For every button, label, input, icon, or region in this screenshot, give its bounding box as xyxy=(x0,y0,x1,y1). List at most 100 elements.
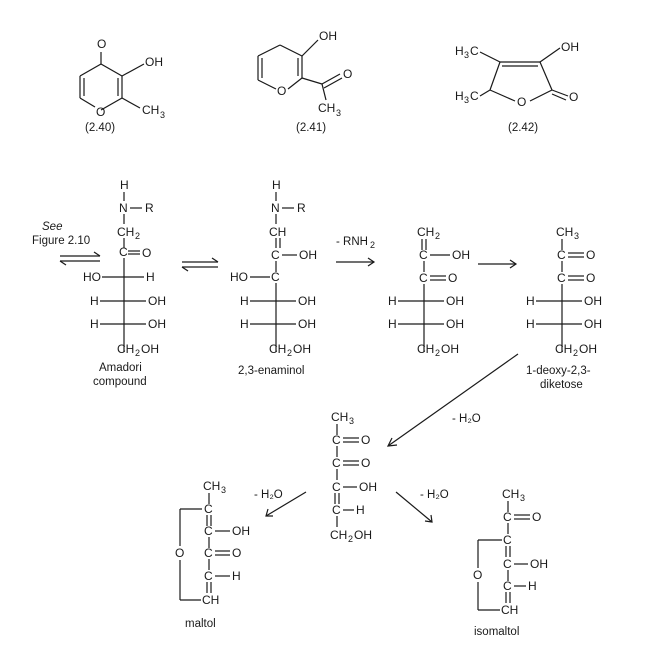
svg-text:O: O xyxy=(586,271,595,285)
svg-text:CH: CH xyxy=(501,603,518,617)
svg-text:CH: CH xyxy=(330,528,347,542)
svg-text:O: O xyxy=(96,105,105,119)
svg-text:OH: OH xyxy=(561,40,579,54)
minus-h2o-arrow-main: - H₂O xyxy=(386,353,519,447)
svg-text:- H₂O: - H₂O xyxy=(452,413,481,425)
svg-text:O: O xyxy=(586,248,595,262)
svg-text:H: H xyxy=(232,569,241,583)
tautomer-arrow xyxy=(478,259,518,269)
svg-text:- RNH: - RNH xyxy=(336,236,368,248)
svg-text:CH: CH xyxy=(555,342,572,356)
svg-text:OH: OH xyxy=(584,294,602,308)
svg-text:C: C xyxy=(332,503,341,517)
svg-text:2: 2 xyxy=(348,534,353,544)
svg-text:CH: CH xyxy=(269,342,286,356)
label-2-42: (2.42) xyxy=(508,122,538,134)
svg-text:O: O xyxy=(473,568,482,582)
svg-text:C: C xyxy=(503,579,512,593)
svg-text:See: See xyxy=(42,221,62,233)
svg-text:O: O xyxy=(532,510,541,524)
svg-text:C: C xyxy=(557,271,566,285)
svg-text:C: C xyxy=(503,557,512,571)
svg-text:CH: CH xyxy=(117,225,134,239)
svg-text:2: 2 xyxy=(435,231,440,241)
svg-text:- H₂O: - H₂O xyxy=(254,489,283,501)
isomaltol-structure: CH 3 C O C C OH C H CH O isomaltol xyxy=(473,487,548,638)
svg-text:3: 3 xyxy=(221,485,226,495)
svg-text:C: C xyxy=(470,89,479,103)
svg-text:H: H xyxy=(272,178,281,192)
svg-text:2: 2 xyxy=(135,348,140,358)
svg-text:CH: CH xyxy=(417,225,434,239)
svg-text:OH: OH xyxy=(530,557,548,571)
svg-text:2: 2 xyxy=(573,348,578,358)
svg-text:3: 3 xyxy=(160,110,165,120)
svg-text:3: 3 xyxy=(464,50,469,60)
svg-text:O: O xyxy=(97,37,106,51)
svg-text:H: H xyxy=(90,294,99,308)
svg-text:OH: OH xyxy=(141,342,159,356)
svg-text:OH: OH xyxy=(232,524,250,538)
svg-text:CH: CH xyxy=(417,342,434,356)
structure-2-40: O O OH CH 3 (2.40) xyxy=(79,37,165,134)
svg-text:OH: OH xyxy=(145,55,163,69)
svg-text:H: H xyxy=(240,294,249,308)
svg-text:OH: OH xyxy=(584,317,602,331)
svg-text:Figure 2.10: Figure 2.10 xyxy=(32,235,90,247)
svg-text:OH: OH xyxy=(446,294,464,308)
svg-text:O: O xyxy=(175,546,184,560)
svg-text:OH: OH xyxy=(452,248,470,262)
see-figure-arrow: See Figure 2.10 xyxy=(32,221,101,266)
svg-text:C: C xyxy=(119,245,128,259)
svg-text:2: 2 xyxy=(287,348,292,358)
svg-text:N: N xyxy=(119,201,128,215)
amadori-compound: H N R CH 2 C O HO H H OH H OH CH 2 OH Am… xyxy=(83,178,166,388)
svg-text:H: H xyxy=(146,270,155,284)
svg-text:C: C xyxy=(204,569,213,583)
enaminol-label: 2,3-enaminol xyxy=(238,365,304,377)
svg-text:O: O xyxy=(517,95,526,109)
svg-text:HO: HO xyxy=(83,270,101,284)
svg-text:O: O xyxy=(232,546,241,560)
svg-text:O: O xyxy=(361,456,370,470)
svg-text:OH: OH xyxy=(579,342,597,356)
svg-text:C: C xyxy=(332,480,341,494)
svg-text:CH: CH xyxy=(556,225,573,239)
svg-text:C: C xyxy=(419,271,428,285)
svg-text:H: H xyxy=(240,317,249,331)
svg-text:O: O xyxy=(569,90,578,104)
svg-text:C: C xyxy=(470,44,479,58)
svg-text:H: H xyxy=(120,178,129,192)
svg-text:H: H xyxy=(526,317,535,331)
svg-text:OH: OH xyxy=(298,294,316,308)
svg-text:OH: OH xyxy=(319,29,337,43)
svg-text:O: O xyxy=(361,433,370,447)
svg-text:R: R xyxy=(297,201,306,215)
maltol-structure: CH 3 C C OH C O C H CH O maltol xyxy=(175,479,250,630)
label-2-41: (2.41) xyxy=(296,122,326,134)
label-2-40: (2.40) xyxy=(85,122,115,134)
svg-text:OH: OH xyxy=(354,528,372,542)
svg-text:C: C xyxy=(419,248,428,262)
svg-text:O: O xyxy=(277,84,286,98)
isomaltol-label: isomaltol xyxy=(474,626,519,638)
svg-text:- H₂O: - H₂O xyxy=(420,489,449,501)
svg-text:O: O xyxy=(343,67,352,81)
svg-text:CH: CH xyxy=(269,225,286,239)
svg-text:3: 3 xyxy=(336,108,341,118)
svg-text:CH: CH xyxy=(502,487,519,501)
svg-text:C: C xyxy=(503,510,512,524)
svg-text:CH: CH xyxy=(203,479,220,493)
svg-text:2: 2 xyxy=(135,231,140,241)
svg-text:CH: CH xyxy=(202,593,219,607)
minus-h2o-arrow-maltol: - H₂O xyxy=(254,489,307,517)
svg-text:C: C xyxy=(204,502,213,516)
amadori-label-line2: compound xyxy=(93,376,147,388)
svg-text:CH: CH xyxy=(318,101,335,115)
central-intermediate: CH 3 C O C O C OH C H CH 2 OH xyxy=(330,410,377,544)
svg-text:N: N xyxy=(271,201,280,215)
svg-text:3: 3 xyxy=(574,231,579,241)
enaminol: H N R CH C OH HO C H OH H OH CH 2 OH 2,3… xyxy=(230,178,317,377)
svg-text:OH: OH xyxy=(293,342,311,356)
svg-text:C: C xyxy=(204,524,213,538)
